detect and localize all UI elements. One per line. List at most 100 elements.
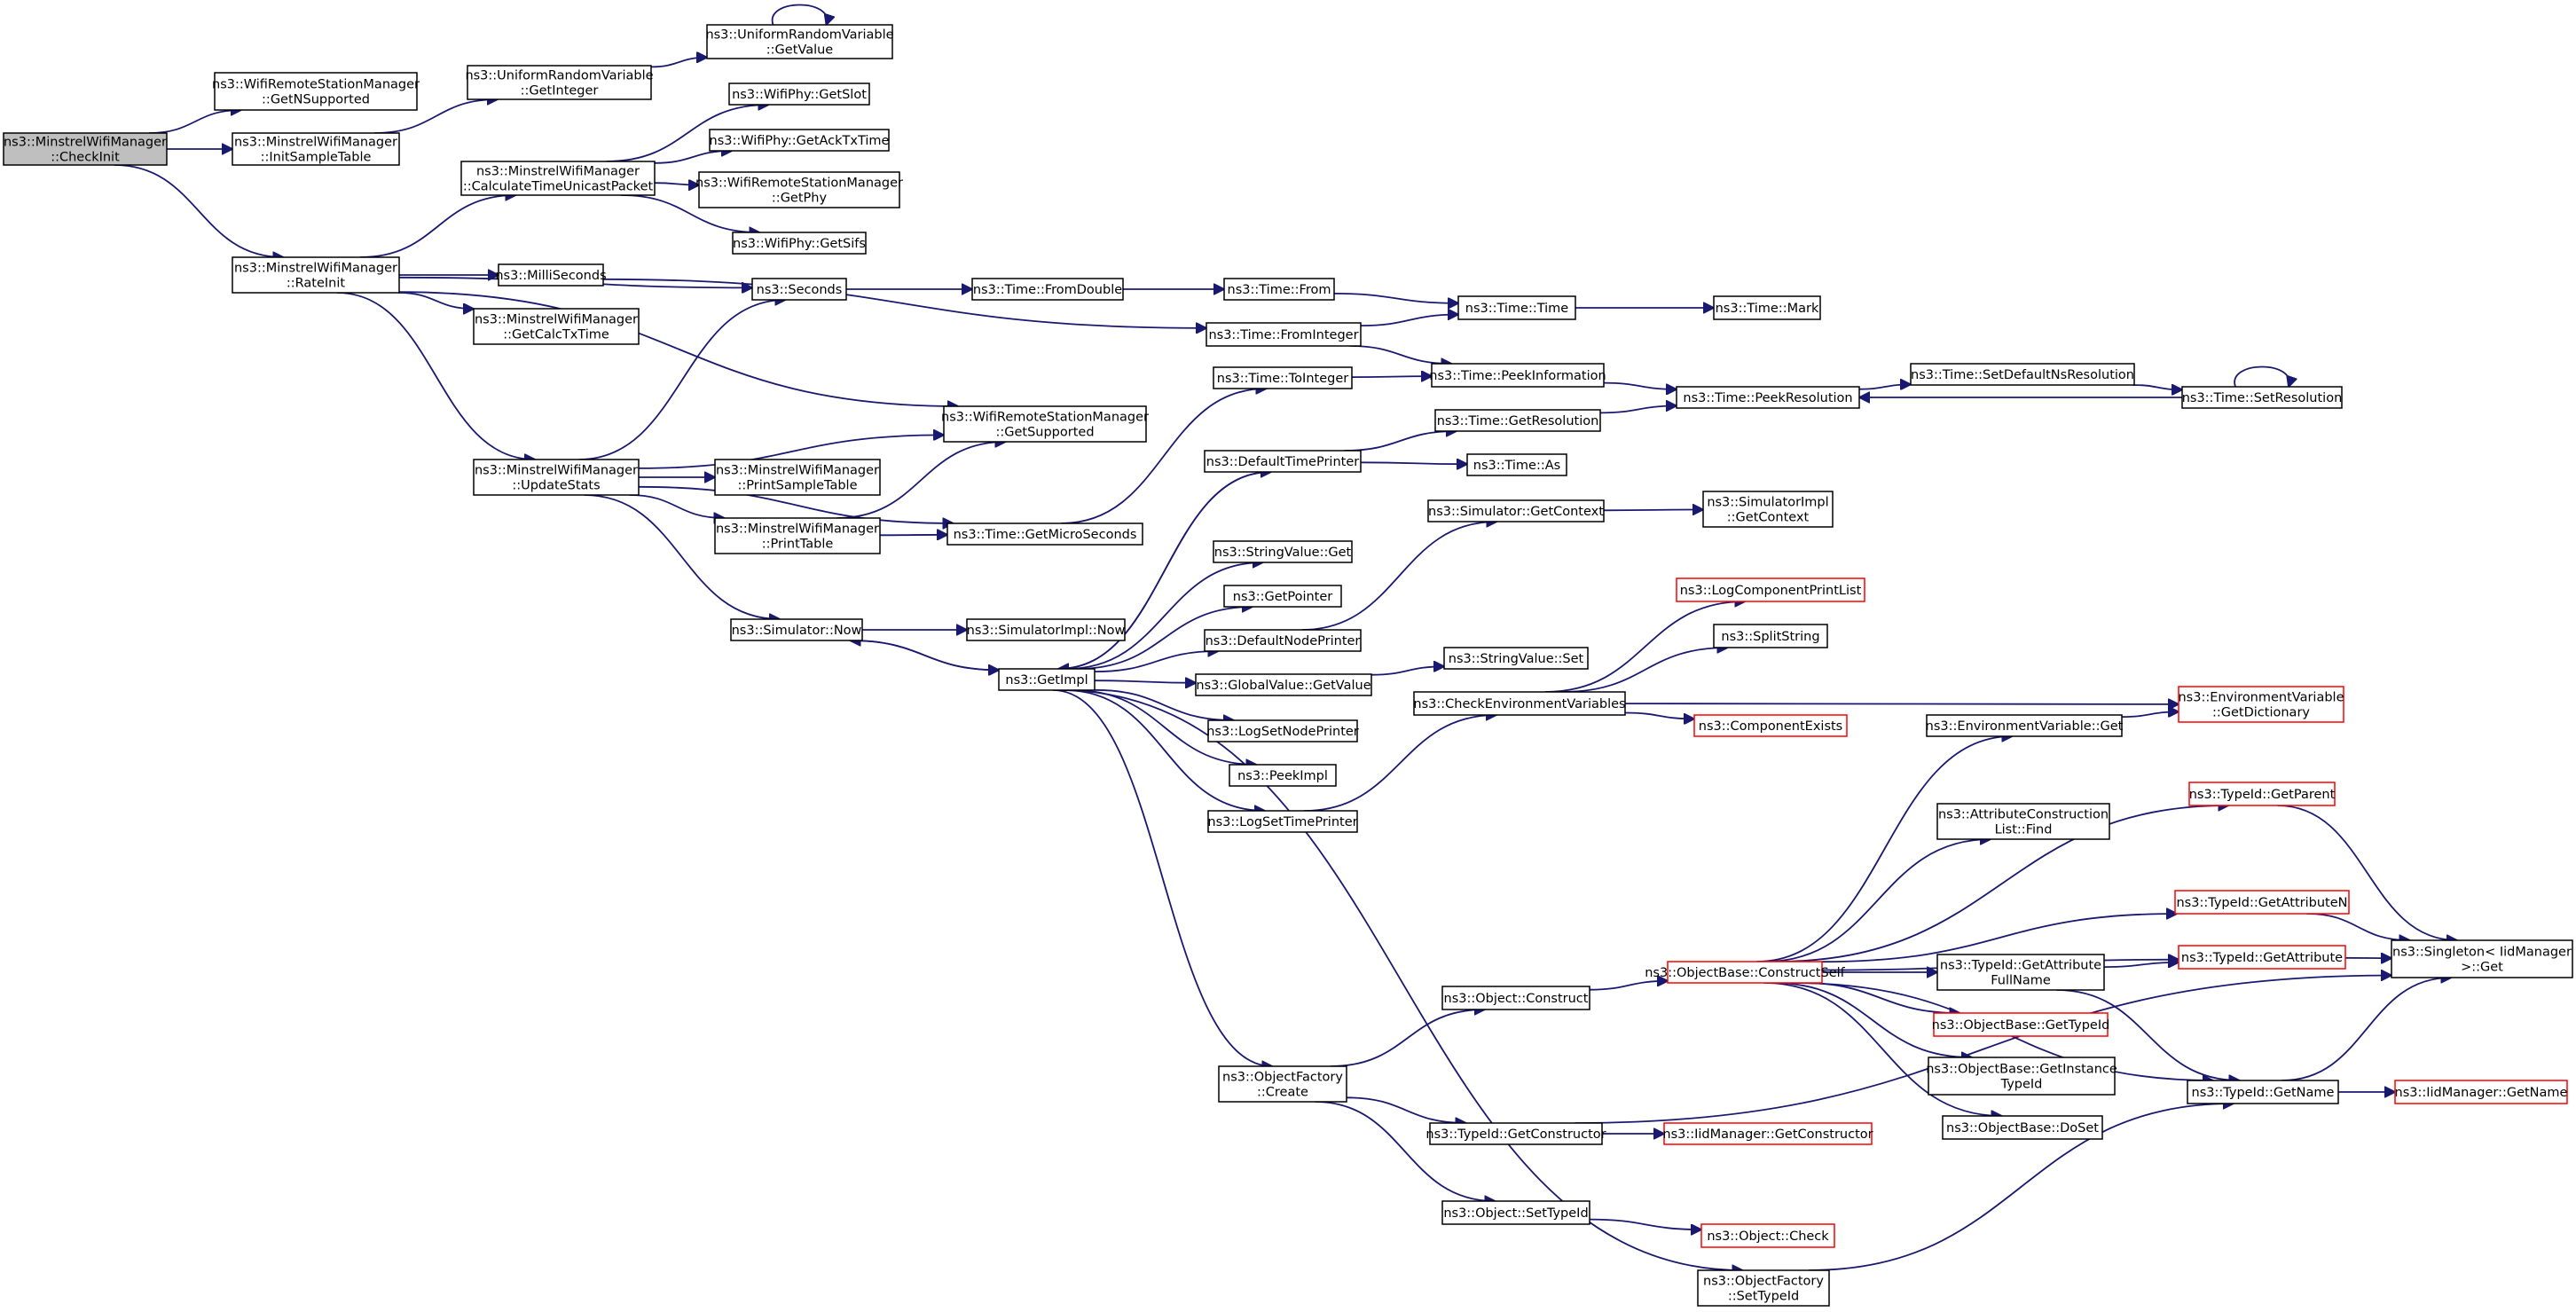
node-splitString[interactable]: ns3::SplitString [1713,624,1828,648]
node-label: ns3::LogComponentPrintList [1680,584,1862,598]
node-singletonGet[interactable]: ns3::Singleton< IidManager >::Get [2391,939,2573,978]
node-logSetTimePrinter[interactable]: ns3::LogSetTimePrinter [1207,810,1358,833]
node-componentExists[interactable]: ns3::ComponentExists [1693,714,1848,737]
node-objectBaseGetTypeId[interactable]: ns3::ObjectBase::GetTypeId [1932,1012,2110,1037]
node-typeIdGetParent[interactable]: ns3::TypeId::GetParent [2188,782,2336,806]
node-setResolution[interactable]: ns3::Time::SetResolution [2181,386,2343,409]
node-label: ns3::Time::SetDefaultNsResolution [1911,368,2134,382]
node-fromDouble[interactable]: ns3::Time::FromDouble [971,278,1124,301]
node-getSlot[interactable]: ns3::WifiPhy::GetSlot [728,82,870,106]
node-box [1213,366,1353,389]
node-stringValueSet[interactable]: ns3::StringValue::Set [1443,647,1589,670]
edge-calcTime-to-getSifs [620,194,760,232]
node-box [1700,1223,1835,1248]
node-getAckTxTime[interactable]: ns3::WifiPhy::GetAckTxTime [709,129,890,152]
node-objectBaseConstructSelf[interactable]: ns3::ObjectBase::ConstructSelf [1645,961,1846,984]
node-rateInit[interactable]: ns3::MinstrelWifiManager::RateInit [232,256,400,294]
edge-getImpl-to-defaultNodePrinter [1094,651,1219,672]
node-logComponentPrintList[interactable]: ns3::LogComponentPrintList [1676,577,1865,602]
node-label: ns3::TypeId::GetAttributeN [2176,896,2347,910]
node-checkEnvVars[interactable]: ns3::CheckEnvironmentVariables [1413,691,1626,716]
node-typeIdGetName[interactable]: ns3::TypeId::GetName [2187,1080,2339,1104]
node-box [1933,1012,2109,1037]
node-globalValueGetValue[interactable]: ns3::GlobalValue::GetValue [1195,673,1372,696]
node-simImplGetContext[interactable]: ns3::SimulatorImpl::GetContext [1702,491,1834,528]
node-defaultNodePrinter[interactable]: ns3::DefaultNodePrinter [1204,629,1362,652]
node-getMicroSeconds[interactable]: ns3::Time::GetMicroSeconds [946,522,1143,546]
node-objectFactoryCreate[interactable]: ns3::ObjectFactory::Create [1218,1065,1347,1103]
node-urvGetValue[interactable]: ns3::UniformRandomVariable::GetValue [705,24,894,59]
node-getSifs[interactable]: ns3::WifiPhy::GetSifs [732,232,867,255]
edge-defaultTimePrinter-to-timeAs [1360,462,1467,464]
node-envVarGet[interactable]: ns3::EnvironmentVariable::Get [1926,714,2124,737]
node-urvGetInteger[interactable]: ns3::UniformRandomVariable::GetInteger [465,65,654,100]
node-envVarGetDictionary[interactable]: ns3::EnvironmentVariable::GetDictionary [2178,686,2344,723]
node-initSampleTable[interactable]: ns3::MinstrelWifiManager::InitSampleTabl… [232,132,400,166]
node-getResolution[interactable]: ns3::Time::GetResolution [1434,409,1601,432]
node-simImplNow[interactable]: ns3::SimulatorImpl::Now [966,618,1126,641]
node-getImpl[interactable]: ns3::GetImpl [998,668,1096,691]
node-box [1441,986,1590,1010]
node-objectBaseDoSet[interactable]: ns3::ObjectBase::DoSet [1942,1115,2103,1140]
node-timeAs[interactable]: ns3::Time::As [1466,453,1567,476]
node-setDefaultNsResolution[interactable]: ns3::Time::SetDefaultNsResolution [1910,363,2135,386]
node-getNSupported[interactable]: ns3::WifiRemoteStationManager::GetNSuppo… [212,72,420,111]
node-iidManagerGetConstructor[interactable]: ns3::IidManager::GetConstructor [1662,1122,1873,1145]
edge-checkEnvVars-to-envVarGetDictionary [1624,703,2179,704]
node-seconds[interactable]: ns3::Seconds [751,278,847,301]
node-peekResolution[interactable]: ns3::Time::PeekResolution [1676,386,1860,409]
node-typeIdGetConstructor[interactable]: ns3::TypeId::GetConstructor [1425,1122,1606,1145]
node-wrsmGetPhy[interactable]: ns3::WifiRemoteStationManager::GetPhy [695,171,903,208]
node-iidManagerGetName[interactable]: ns3::IidManager::GetName [2394,1080,2568,1104]
node-typeIdGetAttribute[interactable]: ns3::TypeId::GetAttribute [2178,945,2346,970]
node-root[interactable]: ns3::MinstrelWifiManager::CheckInit [3,132,168,166]
node-stringValueGet[interactable]: ns3::StringValue::Get [1213,540,1353,563]
node-milliSeconds[interactable]: ns3::MilliSeconds [495,263,607,287]
node-box [1457,295,1576,320]
node-toInteger[interactable]: ns3::Time::ToInteger [1213,366,1353,389]
node-simNow[interactable]: ns3::Simulator::Now [730,618,863,641]
node-fromInteger[interactable]: ns3::Time::FromInteger [1206,322,1362,347]
node-simGetContext[interactable]: ns3::Simulator::GetContext [1427,499,1605,522]
node-timeTime[interactable]: ns3::Time::Time [1457,295,1576,320]
node-label: ns3::MinstrelWifiManager [475,313,638,327]
node-getPointer[interactable]: ns3::GetPointer [1223,585,1342,608]
edge-getImpl-to-objectFactorySetTypeId [1059,689,1742,1270]
edge-initSampleTable-to-urvGetInteger [373,99,498,134]
node-wrsmGetSupported[interactable]: ns3::WifiRemoteStationManager::GetSuppor… [941,405,1149,443]
node-box [1713,295,1821,320]
node-box [709,129,890,152]
node-label: ns3::MinstrelWifiManager [4,136,167,150]
node-defaultTimePrinter[interactable]: ns3::DefaultTimePrinter [1204,450,1362,473]
node-typeIdGetAttributeN[interactable]: ns3::TypeId::GetAttributeN [2174,890,2350,915]
node-peekInformation[interactable]: ns3::Time::PeekInformation [1429,363,1606,388]
node-label: ns3::WifiRemoteStationManager [941,411,1149,425]
node-box [998,668,1096,691]
node-box [1427,499,1605,522]
edge-timeFrom-to-timeTime [1333,293,1458,303]
node-getCalcTxTime[interactable]: ns3::MinstrelWifiManager::GetCalcTxTime [473,308,640,345]
node-objectSetTypeId[interactable]: ns3::Object::SetTypeId [1441,1200,1590,1225]
edge-updateStats-to-getMicroSeconds [638,485,954,523]
node-logSetNodePrinter[interactable]: ns3::LogSetNodePrinter [1206,719,1359,742]
node-printSampleTable[interactable]: ns3::MinstrelWifiManager::PrintSampleTab… [714,459,881,496]
node-label: ns3::WifiPhy::GetSifs [733,237,866,251]
node-objectConstruct[interactable]: ns3::Object::Construct [1441,986,1590,1010]
node-printTable[interactable]: ns3::MinstrelWifiManager::PrintTable [714,517,881,554]
node-objectFactorySetTypeId[interactable]: ns3::ObjectFactory::SetTypeId [1697,1269,1830,1307]
node-timeFrom[interactable]: ns3::Time::From [1223,278,1335,301]
node-updateStats[interactable]: ns3::MinstrelWifiManager::UpdateStats [473,459,640,496]
node-box [1926,714,2123,737]
node-box [2178,945,2346,970]
node-box [2174,890,2350,915]
node-timeMark[interactable]: ns3::Time::Mark [1713,295,1821,320]
node-peekImpl[interactable]: ns3::PeekImpl [1229,764,1337,787]
edge-fromInteger-to-peekInformation [1349,345,1452,364]
node-calcTime[interactable]: ns3::MinstrelWifiManager::CalculateTimeU… [460,161,656,196]
node-label: ::SetTypeId [1728,1290,1799,1304]
node-objectCheck[interactable]: ns3::Object::Check [1700,1223,1835,1248]
